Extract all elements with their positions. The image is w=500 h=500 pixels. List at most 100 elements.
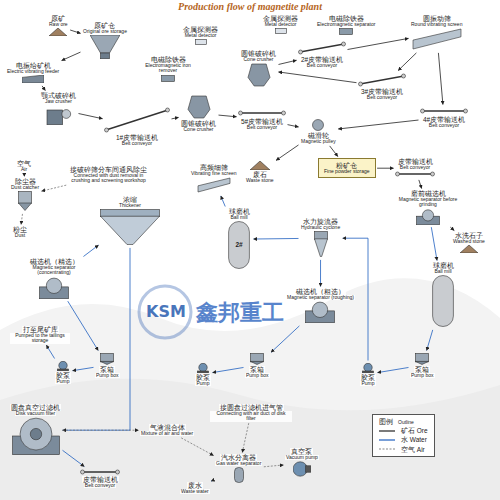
equipment-label: Belt conveyor [121,141,153,146]
equipment-node: 胶泵Pump [55,360,71,384]
label-group: 打至尾矿库Pumped to the tailings storage [10,326,70,344]
equipment-label: Fine powder storage [323,169,371,174]
flow-line [378,367,409,372]
legend-row: 水 Water [378,436,429,443]
ore-pile [460,245,478,253]
equipment-node: 水洗石子Washed stone [452,232,486,254]
equipment-label: Magnetic separator before grinding [392,197,464,208]
logo-ring [139,286,191,338]
equipment-icon [46,105,72,125]
equipment-node: 胶泵Pump [195,362,211,386]
feeder-body [22,75,44,83]
equipment-label: Hydraulic cyclone [300,225,341,230]
equipment-label: 泵箱 [99,366,115,373]
vacuum-pump-body [293,462,307,476]
belt-roller [105,128,109,132]
equipment-node: 真空泵Vacuum pump [285,448,319,478]
pump-base [198,371,209,373]
pump-box-cone [416,361,429,364]
legend-text: 空气 Air [400,446,426,453]
equipment-icon [161,75,175,82]
flow-line [181,438,213,456]
pump-box-cone [101,361,114,364]
equipment-node: 圆锥破碎机Cone crusher [240,50,277,88]
equipment-label: Electromagnetic iron remover [138,63,198,74]
label-group: 粉矿仓Fine powder storage [323,162,371,174]
watermark-logo: KSM [146,302,186,321]
pump-box-body [251,354,264,362]
flow-line [83,245,98,256]
equipment-node: 圆振动筛Round vibrating screen [410,15,463,51]
equipment-icon [275,28,287,34]
equipment-label: Belt conveyor [306,63,338,68]
equipment-label: 原矿仓 [93,22,116,29]
equipment-icon-wrap [104,107,170,133]
equipment-label: 水力旋流器 [302,218,339,225]
equipment-label: Belt conveyor [399,165,431,170]
equipment-label: Connected with dust removal in crushing … [66,173,151,184]
label-group: 胶泵Pump [55,372,71,384]
label-group: 圆振动筛Round vibrating screen [410,15,463,27]
flow-line [42,86,45,91]
equipment-icon [22,75,44,83]
equipment-icon-wrap [247,63,271,87]
equipment-icon [415,353,429,365]
label-group: 真空泵Vacuum pump [285,448,319,460]
equipment-label: 打至尾矿库 [22,326,59,333]
flow-line [219,115,237,117]
legend-line-sample [378,446,396,452]
equipment-node: 皮带输送机Belt conveyor [395,158,435,178]
belt-line [300,44,344,52]
equipment-label: Cone crusher [182,127,214,132]
flow-line [264,465,284,467]
equipment-icon-wrap [100,353,114,365]
equipment-node: 接圆盘过滤机进气管Connecting with air duct of dis… [210,404,292,422]
equipment-icon-wrap [275,28,287,34]
legend-row: 空气 Air [378,446,429,453]
flow-line [419,180,422,189]
equipment-label: 圆盘真空过滤机 [10,404,61,411]
equipment-label: 球磨机 [228,208,251,215]
belt-line [360,76,404,84]
dust-catcher-cone [19,203,32,211]
flow-line [279,60,297,64]
equipment-label: 电磁除铁器 [328,15,365,22]
legend-line [379,448,395,449]
separator-drum [46,278,61,293]
belt-roller [299,50,303,54]
label-group: 电磁除铁器Electromagnetic iron remover [138,56,198,74]
equipment-node: 粉矿仓Fine powder storage [318,158,376,178]
label-group: 圆锥破碎机Cone crusher [240,50,277,62]
separator-drum [422,209,433,220]
equipment-label: Pump box [245,373,270,378]
label-group: 原矿Raw ore [48,15,69,27]
belt-roller [342,42,346,46]
flow-line [79,114,103,119]
equipment-icon-wrap [415,353,429,365]
screen-deck [413,29,461,49]
detector-body [195,40,206,45]
cyclone-cone [314,239,327,257]
belt-roller [396,172,400,176]
equipment-icon [460,245,478,253]
equipment-icon [197,177,231,193]
label-group: 水洗石子Washed stone [452,232,486,244]
equipment-node: 废水Waste water [180,482,210,494]
equipment-icon [195,39,207,45]
faded-landscape [0,379,500,500]
flow-line [276,145,298,160]
equipment-icon [90,35,120,59]
equipment-icon [416,209,440,225]
equipment-node: 胶泵Pump [360,362,376,386]
legend-text: 矿石 Ore [400,427,429,434]
equipment-label: 泵箱 [249,366,265,373]
equipment-label: 电磁除铁器 [150,56,187,63]
equipment-label: 圆锥破碎机 [180,120,217,127]
label-group: 电振给矿机Electric vibrating feeder [6,62,60,74]
flow-line [377,168,393,169]
equipment-icon-wrap [460,245,478,253]
equipment-node: 气液混合体Mixture of air and water [140,424,194,436]
label-group: 1#皮带输送机Belt conveyor [115,134,159,146]
equipment-icon-wrap [293,461,311,477]
equipment-label: 浓缩 [122,196,138,203]
